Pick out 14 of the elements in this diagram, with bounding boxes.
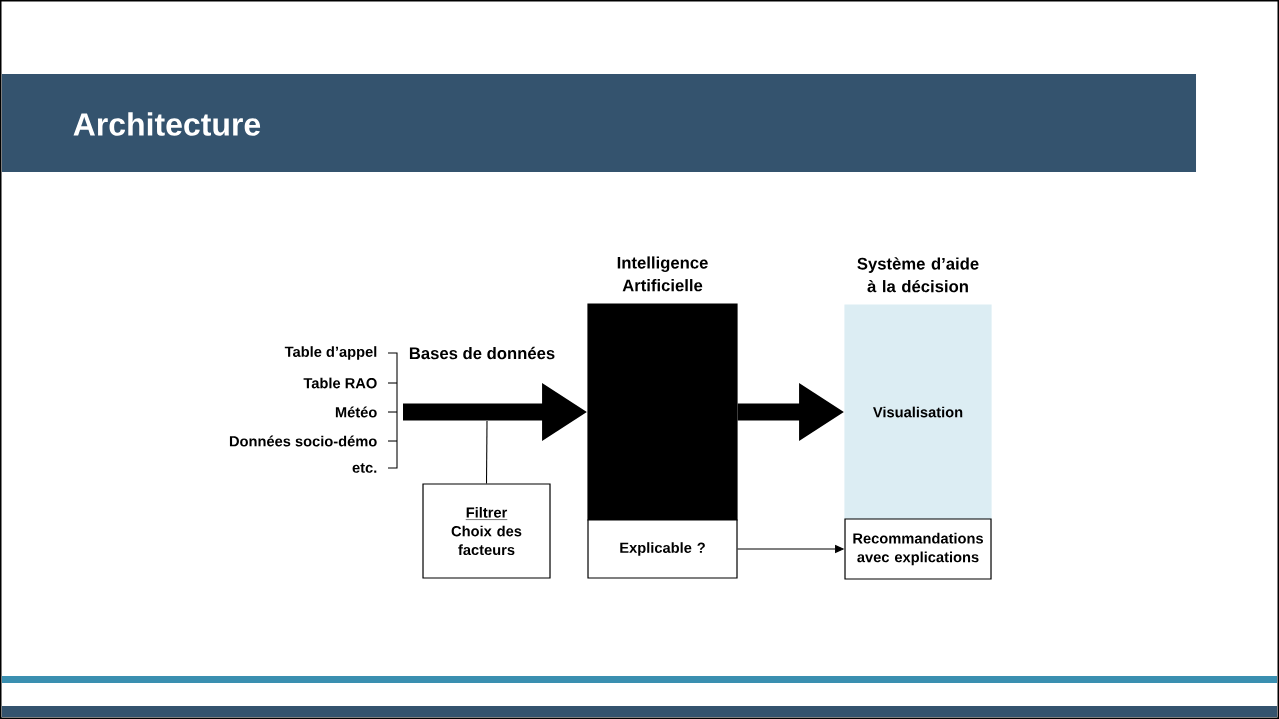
source-label: Table RAO [303,377,377,389]
source-label: Table d’appel [284,346,377,360]
process-box: Explicable ? [587,519,738,579]
connector-line [485,420,488,484]
source-label: Données socio-démo [229,435,377,447]
source-label: etc. [352,463,377,473]
slide-title: Architecture [73,112,261,136]
column-heading: Intelligence Artificielle [617,256,708,292]
decision-panel: Visualisation [844,304,992,520]
source-label: Météo [335,406,377,418]
column-heading: Système d’aide à la décision [857,257,979,293]
process-box: Recommandations avec explications [844,518,992,580]
edge-label: Bases de données [407,345,557,361]
process-box: Filtrer Choix des facteurs [422,483,551,579]
